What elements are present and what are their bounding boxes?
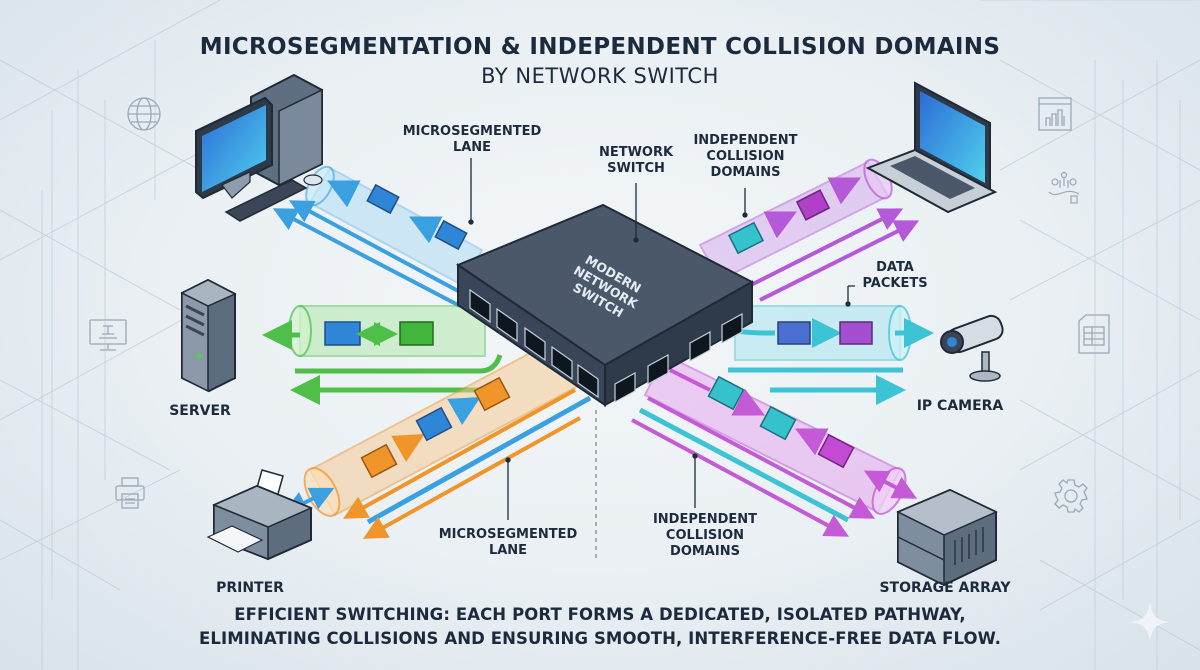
printer: [206, 469, 313, 561]
packet: [727, 221, 765, 255]
flow-arrow: [631, 418, 850, 537]
flow-arrow: [647, 396, 876, 519]
flow-line: [638, 407, 850, 523]
laptop: [865, 81, 998, 214]
packet: [473, 376, 511, 412]
packet: [324, 321, 361, 346]
page-title: MICROSEGMENTATION & INDEPENDENT COLLISIO…: [199, 34, 1001, 60]
monitor-icon: [89, 319, 127, 351]
flow-arrow: [288, 200, 461, 294]
tube-desktop: [305, 165, 484, 287]
gear-icon: [1054, 479, 1088, 513]
network-nodes-icon: [1048, 171, 1080, 204]
flow-line: [366, 395, 592, 525]
packet-arrow: [795, 428, 829, 456]
callout-data-packets: DATA PACKETS: [862, 260, 928, 291]
switch-ports: [469, 288, 743, 404]
ip-camera: [940, 314, 1004, 382]
storage-array: [896, 488, 998, 587]
desktop-computer: [195, 73, 323, 222]
callout-leaders: [468, 158, 855, 520]
flow-arrow: [272, 208, 461, 308]
callout-independent-collision-domains-top: INDEPENDENT COLLISION DOMAINS: [693, 133, 798, 180]
packet: [817, 433, 855, 469]
packet-arrow: [827, 177, 861, 205]
server-tower: [180, 278, 237, 393]
document-icon: [1078, 314, 1110, 354]
network-switch: MODERNNETWORKSWITCH: [455, 203, 755, 407]
packet: [399, 321, 434, 346]
flow-arrow: [343, 388, 576, 519]
switch-side: [604, 280, 753, 407]
packet: [366, 183, 400, 215]
callout-network-switch: NETWORK SWITCH: [598, 145, 674, 176]
packet-arrow: [731, 388, 765, 416]
device-label-server: SERVER: [169, 403, 231, 419]
lane-storage: [631, 353, 918, 537]
packet-arrow: [327, 180, 361, 208]
device-label-printer: PRINTER: [216, 580, 284, 596]
chart-window-icon: [1038, 97, 1072, 131]
printer-icon: [115, 477, 145, 509]
flow-arrow: [744, 208, 904, 290]
packet-arrow: [391, 434, 425, 462]
flow-arrow: [363, 416, 581, 539]
packet-arrow: [863, 470, 918, 499]
globe-icon: [127, 97, 161, 131]
packet-arrow: [447, 397, 481, 425]
device-label-storage-array: STORAGE ARRAY: [879, 580, 1011, 596]
page-subtitle: BY NETWORK SWITCH: [481, 64, 719, 88]
footer-line-1: EFFICIENT SWITCHING: EACH PORT FORMS A D…: [234, 605, 966, 624]
callout-microsegmented-lane-top: MICROSEGMENTED LANE: [402, 124, 542, 155]
lane-camera: [717, 305, 934, 405]
flow-line: [295, 354, 503, 374]
callout-independent-collision-domains-bottom: INDEPENDENT COLLISION DOMAINS: [652, 512, 758, 559]
footer-caption: EFFICIENT SWITCHING: EACH PORT FORMS A D…: [0, 603, 1200, 651]
packet: [759, 405, 797, 441]
flow-arrow: [759, 220, 920, 302]
packet: [839, 321, 873, 345]
packet-arrow: [763, 211, 797, 239]
lane-laptop: [698, 158, 920, 302]
packet: [777, 321, 811, 345]
packet: [434, 219, 468, 251]
footer-line-2: ELIMINATING COLLISIONS AND ENSURING SMOO…: [198, 629, 1002, 648]
packet-arrow: [409, 216, 443, 244]
callout-microsegmented-lane-bottom: MICROSEGMENTED LANE: [438, 527, 578, 558]
device-label-ip-camera: IP CAMERA: [916, 398, 1004, 414]
packet: [795, 189, 831, 221]
packet: [415, 406, 453, 442]
lane-printer: [282, 338, 592, 539]
sparkle-icon: [1130, 602, 1170, 642]
lane-server: [262, 305, 503, 405]
